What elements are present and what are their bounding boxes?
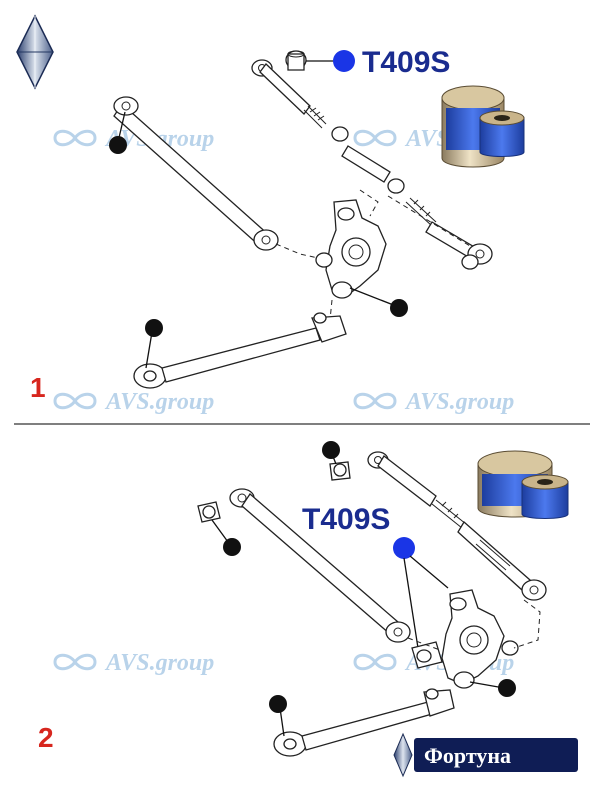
watermark-text: AVS.group (104, 389, 214, 415)
lower-arm (273, 688, 455, 757)
upper-lateral-arm (113, 96, 279, 251)
small-bushing (329, 461, 351, 481)
part-code-label: T409S (302, 503, 390, 536)
watermark-text: AVS.group (404, 389, 514, 415)
knuckle-bushing (411, 641, 443, 669)
callout-marker (269, 695, 287, 713)
knuckle (441, 589, 519, 689)
bushing-callout (285, 50, 307, 71)
part-code-label: T409S (362, 46, 450, 79)
bushing-photo (477, 450, 569, 519)
highlight-marker (333, 50, 355, 72)
small-bushing (197, 501, 221, 523)
brand-badge: Фортуна (393, 732, 578, 778)
callout-marker (498, 679, 516, 697)
toe-control-arm (367, 451, 547, 601)
watermark: AVS.group (53, 389, 214, 415)
highlight-marker (393, 537, 415, 559)
panel-number: 1 (30, 372, 46, 403)
panel-1: AVS.group AVS.group AVS.group AVS.group (30, 46, 525, 415)
bushing-photo (441, 85, 525, 168)
toe-control-arm (251, 59, 493, 270)
callout-marker (223, 538, 241, 556)
brand-text: Фортуна (424, 743, 511, 768)
callout-marker (322, 441, 340, 459)
callout-marker (109, 136, 127, 154)
callout-marker (145, 319, 163, 337)
lower-arm (133, 312, 347, 389)
watermark-text: AVS.group (104, 650, 214, 676)
diamond-logo-icon (16, 14, 54, 90)
panel-number: 2 (38, 722, 54, 753)
diamond-logo-icon (393, 732, 413, 778)
panel-2: AVS.group AVS.group (38, 441, 578, 778)
knuckle (315, 199, 387, 299)
watermark: AVS.group (353, 389, 514, 415)
upper-lateral-arm (229, 488, 411, 643)
watermark: AVS.group (53, 650, 214, 676)
callout-marker (390, 299, 408, 317)
